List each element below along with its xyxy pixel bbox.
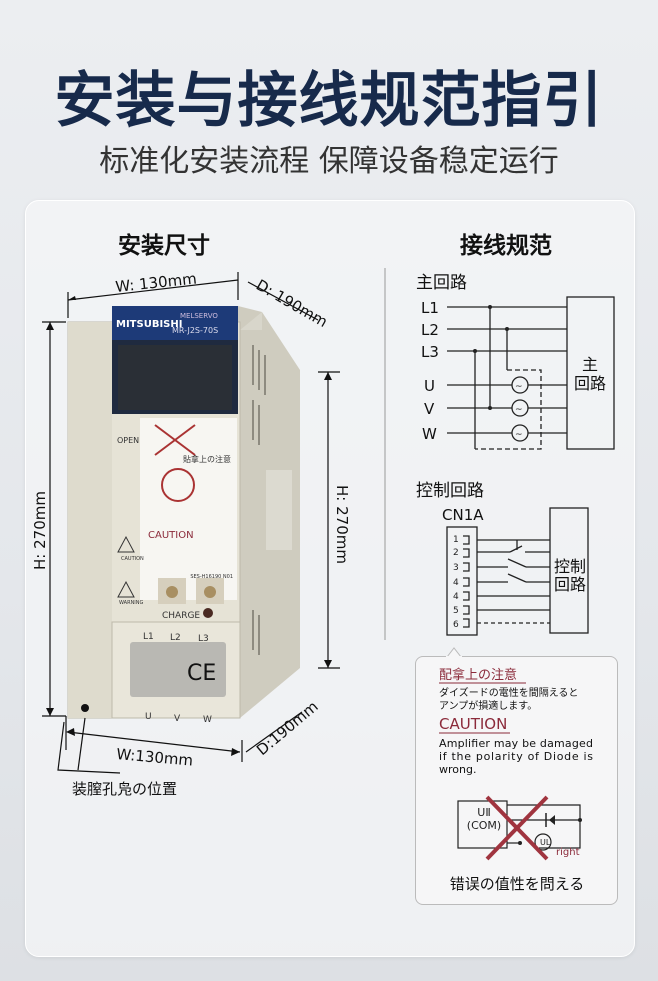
ce-mark: CE: [187, 661, 216, 686]
caution-icon: CAUTION: [121, 556, 144, 562]
pin-4b: 4: [453, 592, 459, 602]
caution-en-text-2: if the polarity of Diode is: [439, 750, 593, 763]
diode-diagram: [457, 800, 581, 851]
terminal-v: V: [174, 714, 181, 724]
line-label-v: V: [424, 400, 435, 418]
pin-2: 2: [453, 548, 459, 558]
sticker-code: SES-H16190 N01: [190, 574, 233, 580]
device-body: 貼拿上の注意: [67, 306, 300, 719]
sticker-jp-title: 貼拿上の注意: [183, 454, 231, 464]
pin-5: 5: [453, 606, 459, 616]
caution-title: CAUTION: [439, 715, 507, 733]
svg-text:~: ~: [515, 405, 523, 415]
main-circuit-title: 主回路: [416, 273, 467, 293]
height-right-label: H: 270mm: [333, 485, 351, 564]
control-circuit-title: 控制回路: [416, 481, 484, 501]
control-box-label-1: 控制: [554, 557, 586, 576]
wrong-cross-icon: [485, 795, 549, 861]
diagram-label-1: UⅡ: [477, 806, 490, 819]
device-charge-label: CHARGE: [162, 611, 200, 621]
main-box-label-1: 主: [582, 355, 598, 374]
device-brand: MITSUBISHI: [116, 319, 182, 330]
line-label-l3: L3: [421, 343, 439, 361]
caution-jp-title: 配拿上の注意: [439, 667, 517, 683]
svg-text:UL: UL: [540, 838, 551, 847]
terminal-u: U: [145, 712, 152, 722]
wiring-heading: 接线规范: [460, 233, 552, 259]
connector-label: CN1A: [442, 506, 484, 524]
dimension-lines: [42, 272, 340, 774]
line-label-l2: L2: [421, 321, 439, 339]
line-label-w: W: [422, 425, 437, 443]
dimension-arrows: [46, 296, 332, 756]
terminal-w: W: [203, 715, 212, 725]
pin-4a: 4: [453, 578, 459, 588]
svg-text:~: ~: [515, 382, 523, 392]
sticker-caution: CAUTION: [148, 530, 194, 541]
terminal-l1: L1: [143, 632, 154, 642]
height-left-label: H: 270mm: [31, 491, 49, 570]
device-series: MELSERVO: [180, 312, 218, 320]
main-circuit-diagram: 主回路 L1 L2 L3 U V W ~ ~ ~ 主 回路: [416, 273, 615, 450]
svg-text:~: ~: [515, 430, 523, 440]
pin-3: 3: [453, 563, 459, 573]
caution-en-text-3: wrong.: [439, 763, 476, 776]
install-heading: 安装尺寸: [118, 233, 210, 259]
caution-callout: [415, 656, 618, 905]
mount-hole-label: 装膣孔凫の位置: [72, 780, 177, 798]
terminal-l2: L2: [170, 633, 181, 643]
caution-jp-text-1: ダイズードの電性を間隔えると: [439, 686, 578, 699]
caution-en-text-1: Amplifier may be damaged: [439, 737, 593, 750]
pin-1: 1: [453, 535, 459, 545]
pin-6: 6: [453, 620, 459, 630]
control-circuit-diagram: 控制回路 CN1A 1 2 3 4 4 5 6 控制 回路: [416, 481, 589, 636]
terminal-l3: L3: [198, 634, 209, 644]
diagram-label-2: (COM): [467, 819, 501, 832]
page-title: 安装与接线规范指引: [54, 66, 604, 136]
caution-footer: 错误の值性を問える: [450, 875, 585, 893]
caution-jp-text-2: アンプが損適します。: [439, 699, 537, 712]
device-model: MR-J2S-70S: [172, 326, 218, 335]
line-label-u: U: [424, 377, 435, 395]
line-label-l1: L1: [421, 299, 439, 317]
diagram-right-label: right: [556, 847, 580, 858]
control-box-label-2: 回路: [554, 575, 586, 594]
warning-icon: WARNING: [119, 600, 144, 606]
device-open-label: OPEN: [117, 436, 139, 445]
page-subtitle: 标准化安装流程 保障设备稳定运行: [99, 144, 559, 179]
main-box-label-2: 回路: [574, 374, 606, 393]
